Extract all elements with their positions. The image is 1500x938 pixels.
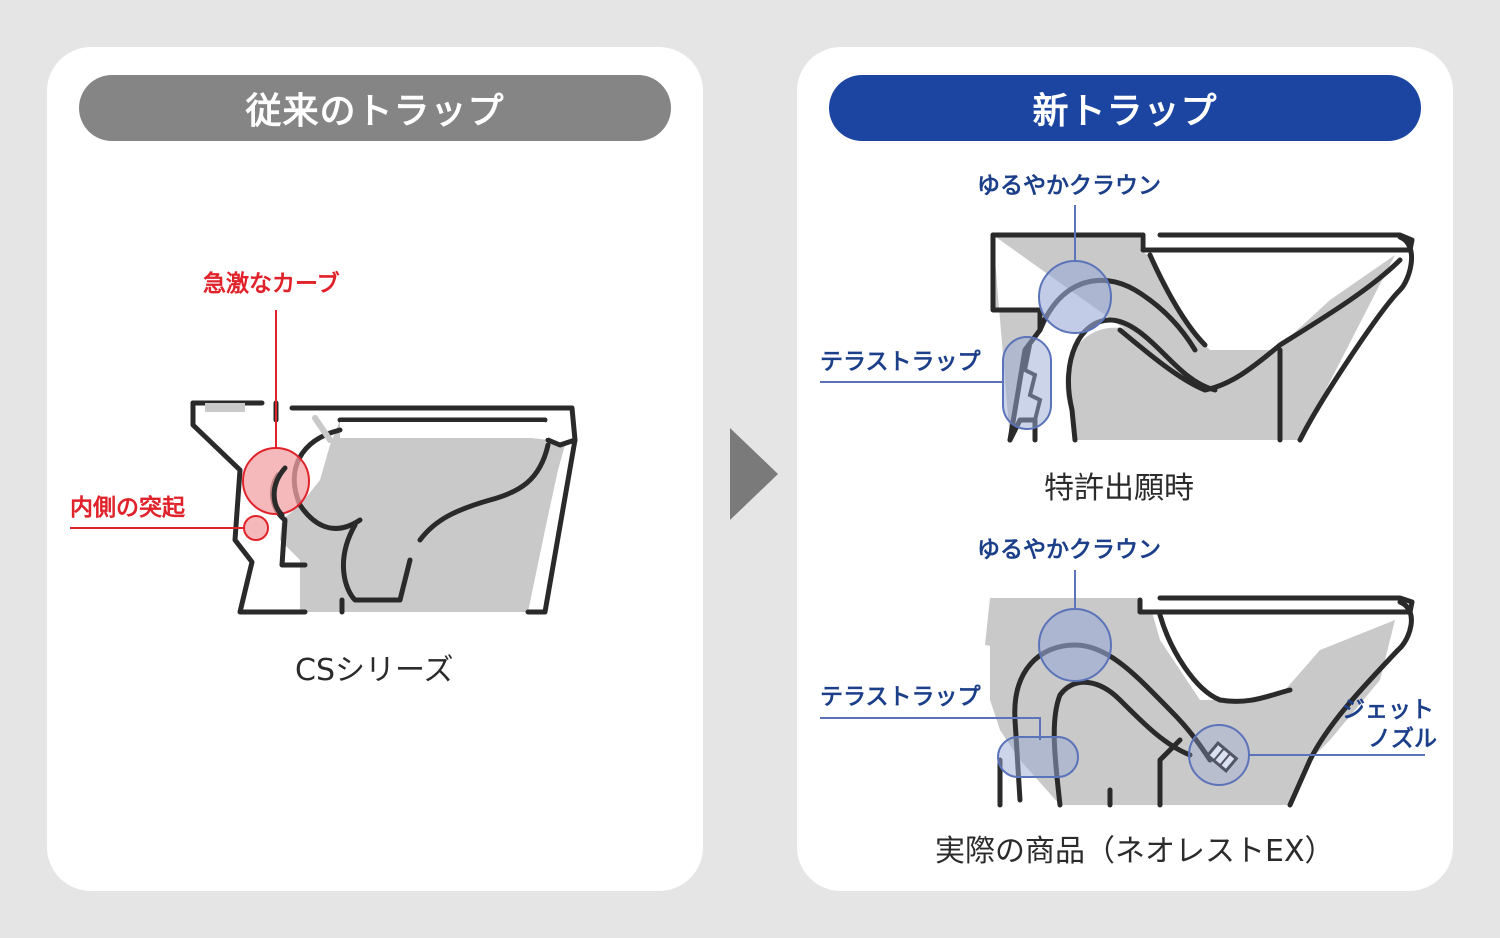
terrace-trap-label-top: テラストラップ — [820, 349, 981, 375]
cs-series-caption: CSシリーズ — [295, 653, 454, 688]
inner-protrusion-label: 内側の突起 — [70, 495, 185, 521]
actual-product-caption: 実際の商品（ネオレストEX） — [935, 834, 1335, 869]
terrace-trap-label-bottom: テラストラップ — [820, 684, 981, 710]
new-trap-title: 新トラップ — [829, 75, 1421, 141]
gentle-crown-label-top: ゆるやかクラウン — [977, 173, 1161, 199]
triangle-right-arrow-icon — [730, 428, 778, 520]
sharp-curve-label: 急激なカーブ — [203, 271, 340, 297]
patent-application-caption: 特許出願時 — [1044, 471, 1194, 506]
jet-nozzle-label-line1: ジェット — [1342, 697, 1434, 723]
gentle-crown-label-bottom: ゆるやかクラウン — [977, 537, 1161, 563]
conventional-trap-panel: 従来のトラップ — [47, 47, 703, 891]
jet-nozzle-label-line2: ノズル — [1368, 726, 1437, 752]
conventional-trap-title: 従来のトラップ — [79, 75, 671, 141]
